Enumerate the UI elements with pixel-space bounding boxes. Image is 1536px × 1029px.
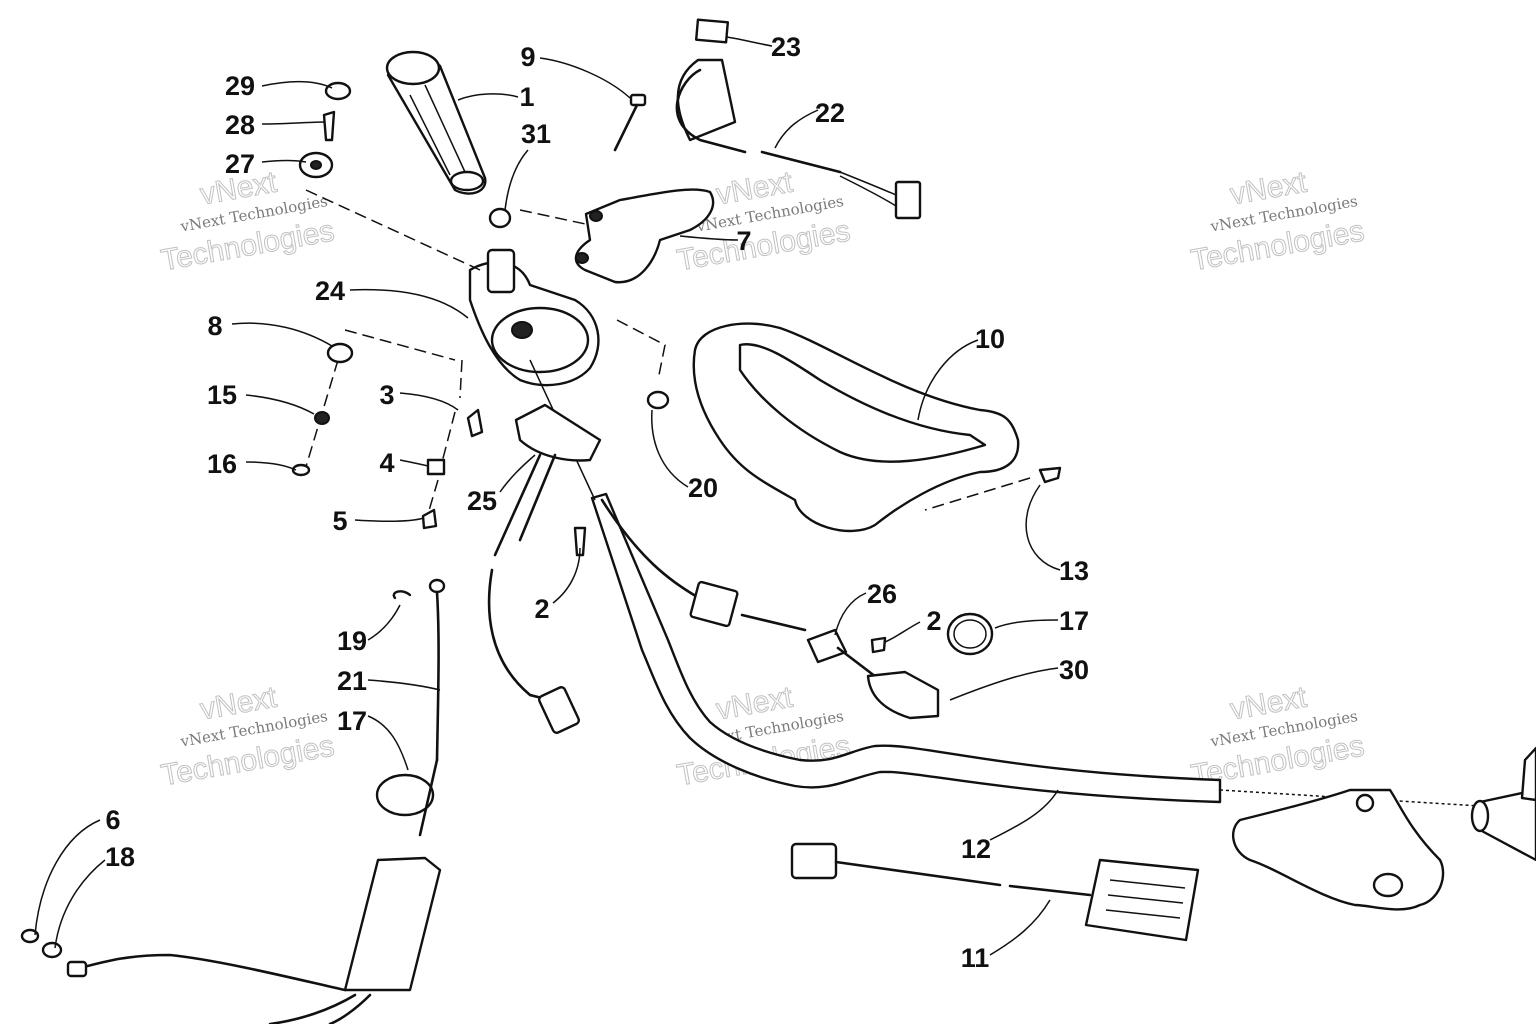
callout-c2b: 2	[926, 606, 941, 636]
callout-c8: 8	[207, 311, 222, 341]
callout-layer: 29 28 27 1 31 9 23 22 7 24 8 15 16 3 4 5 25 2 20 10 13 26 2 17 3…	[34, 32, 1089, 973]
bolt-9	[613, 93, 647, 152]
leader-line-c15	[245, 394, 315, 415]
leader-line-c23	[726, 36, 773, 47]
callout-c7: 7	[736, 226, 751, 256]
leader-line-c2a	[552, 547, 581, 604]
leader-line-c12	[989, 789, 1059, 841]
leader-line-c5	[354, 517, 425, 523]
callout-c25: 25	[467, 486, 497, 516]
right-grip	[1470, 746, 1536, 862]
callout-c20: 20	[688, 473, 718, 503]
leader-line-c19	[367, 604, 401, 641]
leader-line-c29	[261, 80, 333, 89]
leader-line-c30	[949, 667, 1059, 701]
callout-c2a: 2	[534, 594, 549, 624]
switch-harness	[487, 403, 602, 734]
leader-line-c9	[539, 57, 631, 99]
callout-c15: 15	[207, 380, 237, 410]
callout-c13: 13	[1059, 556, 1089, 586]
brake-controller	[1231, 788, 1445, 911]
leader-line-c28	[261, 121, 326, 125]
leader-line-c24	[349, 288, 469, 319]
callout-c1: 1	[519, 82, 534, 112]
callout-c29: 29	[225, 71, 255, 101]
leader-line-c2b	[884, 621, 921, 643]
leader-line-c13	[1025, 484, 1061, 571]
callout-c18: 18	[105, 842, 135, 872]
callout-c11: 11	[961, 943, 990, 973]
callout-c5: 5	[332, 506, 347, 536]
leader-line-c17b	[367, 715, 409, 771]
callout-c31: 31	[521, 119, 551, 149]
leader-line-c7	[679, 235, 739, 241]
hardware	[291, 81, 1062, 654]
leader-line-c31	[504, 149, 529, 211]
callout-c16: 16	[207, 449, 237, 479]
leader-line-c18	[54, 859, 106, 949]
callout-c19: 19	[337, 626, 367, 656]
leader-line-c3	[399, 392, 459, 411]
leader-line-c22	[774, 109, 819, 149]
leader-line-c26	[834, 592, 867, 636]
leader-line-c17a	[994, 619, 1059, 629]
callout-c9: 9	[520, 42, 535, 72]
callout-c21: 21	[337, 666, 367, 696]
hood-cover	[692, 322, 1020, 533]
callout-c28: 28	[225, 110, 255, 140]
leader-line-c4	[399, 459, 429, 467]
switch-connector	[600, 498, 940, 720]
leader-line-c21	[367, 679, 441, 691]
callout-c6: 6	[105, 805, 120, 835]
callout-c17b: 17	[337, 706, 367, 736]
callout-c30: 30	[1059, 655, 1089, 685]
leader-line-c6	[34, 819, 101, 936]
leader-line-c10	[917, 339, 979, 421]
callout-c22: 22	[815, 98, 845, 128]
clamp-bracket	[574, 188, 715, 284]
leader-line-c1	[457, 93, 519, 101]
callout-c26: 26	[867, 579, 897, 609]
leader-line-c20	[651, 409, 689, 488]
callout-c4: 4	[379, 448, 394, 478]
light-harness	[790, 842, 1200, 942]
handlebar	[590, 492, 1481, 807]
leader-line-c8	[231, 322, 333, 347]
throttle-housing	[468, 248, 600, 501]
callout-c17a: 17	[1059, 606, 1089, 636]
callout-c10: 10	[975, 324, 1005, 354]
hose-clamp	[946, 612, 994, 656]
callout-c23: 23	[771, 32, 801, 62]
switch-wire-assembly	[675, 18, 922, 220]
callout-c24: 24	[315, 276, 345, 306]
callout-c27: 27	[225, 149, 255, 179]
callout-c12: 12	[961, 834, 991, 864]
leader-line-c11	[989, 899, 1051, 956]
hand-grip	[385, 50, 487, 195]
callout-c3: 3	[379, 380, 394, 410]
leader-line-c25	[499, 454, 536, 493]
leader-line-c27	[261, 159, 307, 163]
throttle-cable	[20, 578, 446, 1026]
leader-line-c16	[245, 461, 297, 471]
